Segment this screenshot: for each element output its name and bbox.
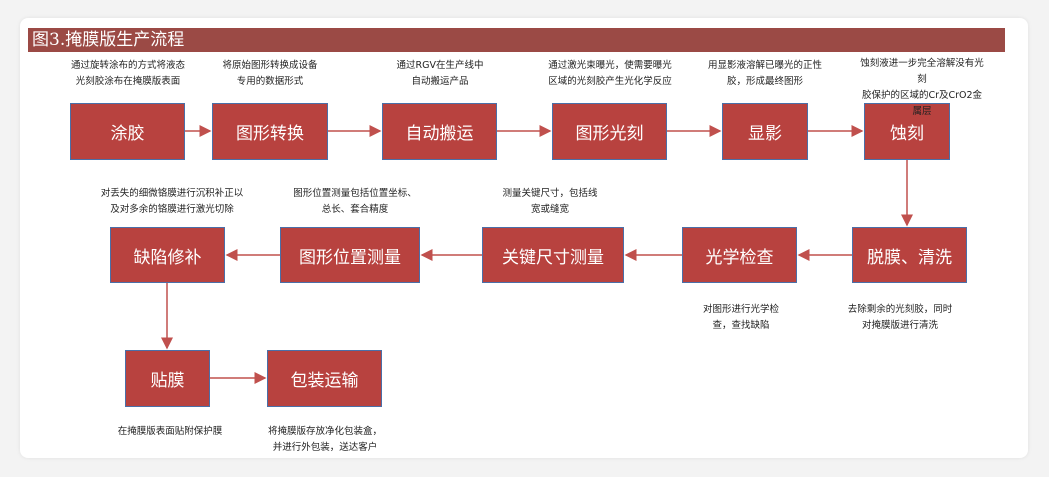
step-box: 缺陷修补: [110, 227, 225, 283]
step-box: 脱膜、清洗: [852, 227, 967, 283]
step-box: 图形光刻: [552, 103, 667, 160]
step-description: 去除剩余的光刻胶，同时 对掩膜版进行清洗: [847, 304, 953, 331]
step-box: 涂胶: [70, 103, 185, 160]
step-box: 关键尺寸测量: [482, 227, 624, 283]
step-box: 自动搬运: [382, 103, 497, 160]
step-description: 图形位置测量包括位置坐标、 总长、套合精度: [293, 188, 417, 215]
step-description: 蚀刻液进一步完全溶解没有光刻 胶保护的区域的Cr及CrO2金属层: [860, 58, 984, 117]
step-description: 在掩膜版表面贴附保护膜: [117, 426, 223, 437]
step-description: 对图形进行光学检 查，查找缺陷: [702, 304, 780, 331]
step-box: 蚀刻: [864, 103, 950, 160]
figure-title: 图3.掩膜版生产流程: [28, 28, 1005, 52]
step-description: 将原始图形转换成设备 专用的数据形式: [222, 60, 318, 87]
step-description: 将掩膜版存放净化包装盒， 并进行外包装，送达客户: [267, 426, 383, 453]
step-description: 通过激光束曝光，使需要曝光 区域的光刻胶产生光化学反应: [548, 60, 672, 87]
step-box: 光学检查: [682, 227, 797, 283]
step-description: 对丢失的细微铬膜进行沉积补正以 及对多余的铬膜进行激光切除: [100, 188, 244, 215]
step-description: 通过RGV在生产线中 自动搬运产品: [396, 60, 484, 87]
step-box: 显影: [722, 103, 808, 160]
step-box: 图形位置测量: [280, 227, 420, 283]
step-description: 通过旋转涂布的方式将液态 光刻胶涂布在掩膜版表面: [70, 60, 186, 87]
step-box: 图形转换: [212, 103, 328, 160]
step-box: 包装运输: [267, 350, 382, 407]
step-description: 用显影液溶解已曝光的正性 胶，形成最终图形: [707, 60, 823, 87]
step-description: 测量关键尺寸，包括线 宽或缝宽: [502, 188, 598, 215]
step-box: 贴膜: [125, 350, 210, 407]
